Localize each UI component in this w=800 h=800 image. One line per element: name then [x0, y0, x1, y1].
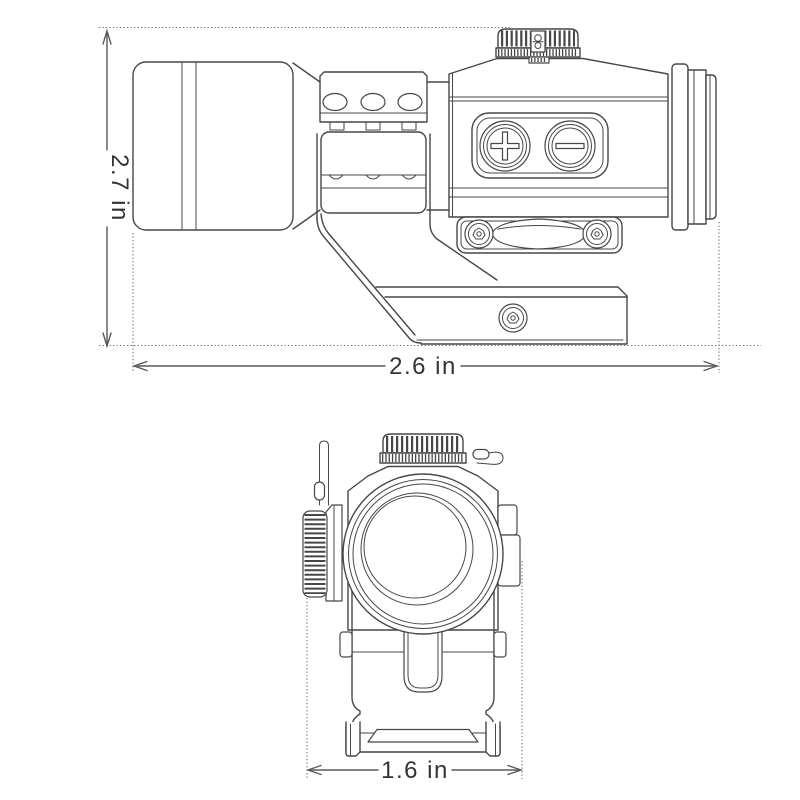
side-view-drawing: 2.7 in 2.6 in	[99, 26, 761, 380]
plus-button	[479, 120, 531, 172]
side-rail-blocks	[497, 504, 521, 587]
height-dimension-label: 2.7 in	[106, 154, 133, 222]
front-view-drawing: 1.6 in	[302, 433, 524, 784]
mount-clamp-band	[456, 216, 623, 254]
turret-cap-front	[379, 433, 467, 464]
eyepiece-bell	[132, 61, 294, 231]
extension-lines	[99, 26, 761, 373]
mount-screw	[498, 303, 528, 333]
turret-cap	[495, 28, 581, 64]
riser-post	[403, 629, 443, 693]
front-lens	[342, 473, 504, 635]
plus-icon	[490, 131, 520, 161]
mount-base-front	[339, 589, 507, 757]
scope-ring-mount	[292, 62, 450, 230]
minus-icon	[555, 142, 585, 150]
retainer-clip	[472, 448, 504, 465]
length-dimension-label: 2.6 in	[389, 353, 457, 380]
width-dimension: 1.6 in	[305, 757, 524, 784]
minus-button	[544, 120, 596, 172]
extension-lines-front	[306, 561, 523, 779]
height-dimension: 2.7 in	[102, 28, 133, 349]
clamp-screw-right	[582, 219, 612, 249]
clamp-screw-left	[464, 219, 494, 249]
brightness-knob	[302, 504, 343, 602]
width-dimension-label: 1.6 in	[381, 757, 449, 784]
length-dimension: 2.6 in	[131, 353, 720, 380]
cantilever-mount	[316, 213, 628, 345]
lever-wire	[313, 440, 329, 506]
brightness-buttons	[471, 112, 609, 179]
objective-bell	[671, 63, 717, 231]
